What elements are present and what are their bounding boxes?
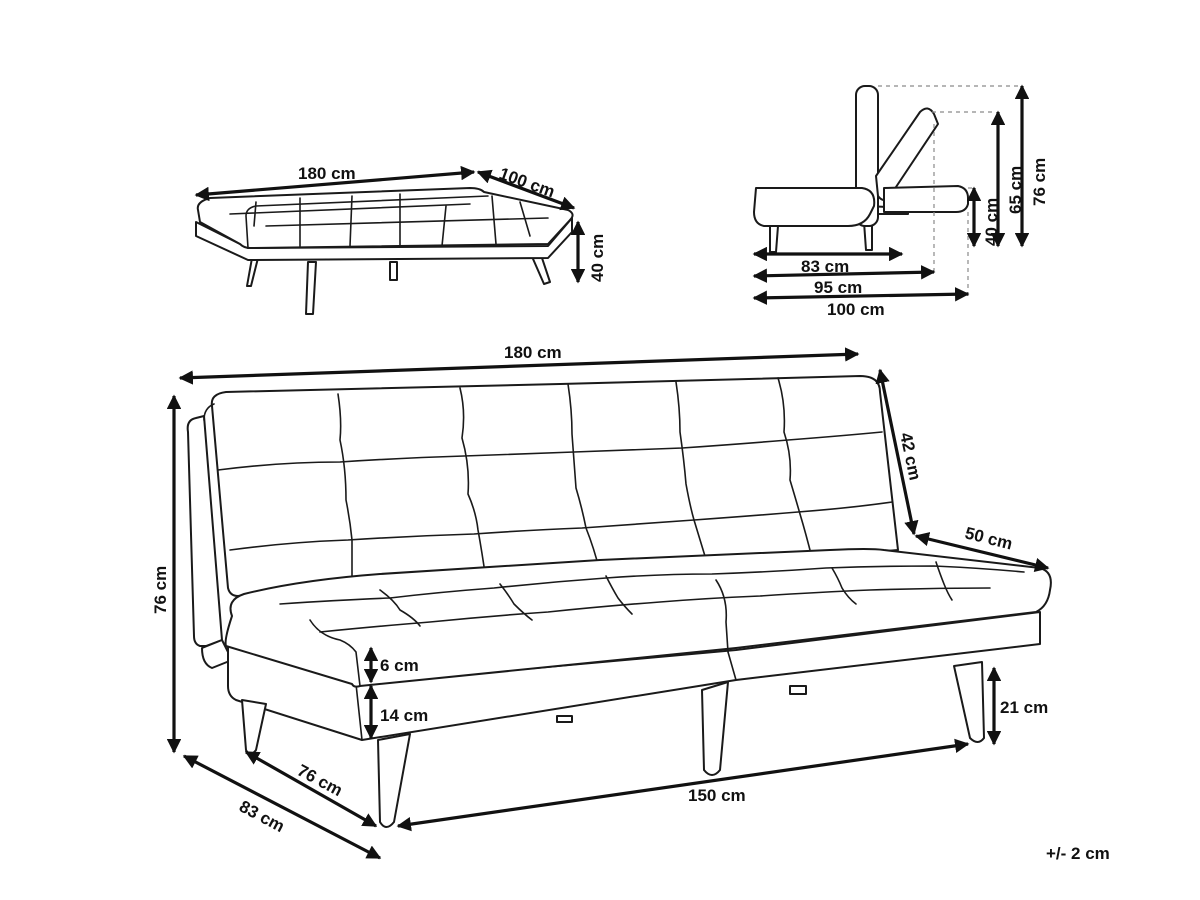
outer-depth-label: 83 cm: [236, 797, 287, 836]
sofa-width-label: 180 cm: [504, 343, 562, 362]
side-depth-100-arrow: [752, 287, 970, 305]
tolerance-note: +/- 2 cm: [1046, 844, 1110, 863]
side-view: 40 cm 65 cm 76 cm 83 cm 95 cm 100 cm: [752, 84, 1049, 319]
bed-width-label: 180 cm: [298, 164, 356, 183]
leg-height-label: 21 cm: [1000, 698, 1048, 717]
sofa-drawing: [186, 375, 1052, 828]
sofa-back-arrow: [875, 368, 919, 536]
sofa-seat-depth-arrow: [914, 532, 1050, 572]
sofa-width-arrow: [178, 347, 860, 385]
side-drawing: [753, 85, 969, 253]
bed-drawing: [195, 187, 574, 315]
bed-width-arrow: [194, 165, 476, 202]
base-width-arrow: [396, 738, 970, 832]
side-depth-100-label: 100 cm: [827, 300, 885, 319]
side-depth-95-label: 95 cm: [814, 278, 862, 297]
sofa-view: 180 cm 76 cm 42 cm 50 cm 6 cm 14 cm 21 c…: [151, 343, 1052, 860]
cushion-label: 6 cm: [380, 656, 419, 675]
frame-label: 14 cm: [380, 706, 428, 725]
outer-depth-arrow: [182, 754, 382, 860]
side-depth-95-arrow: [752, 265, 936, 283]
side-full-height-label: 76 cm: [1030, 158, 1049, 206]
bed-depth-arrow: [476, 169, 576, 211]
bed-view: 180 cm 100 cm 40 cm: [194, 164, 607, 315]
sofa-height-label: 76 cm: [151, 566, 170, 614]
base-width-label: 150 cm: [688, 786, 746, 805]
bed-height-label: 40 cm: [588, 234, 607, 282]
